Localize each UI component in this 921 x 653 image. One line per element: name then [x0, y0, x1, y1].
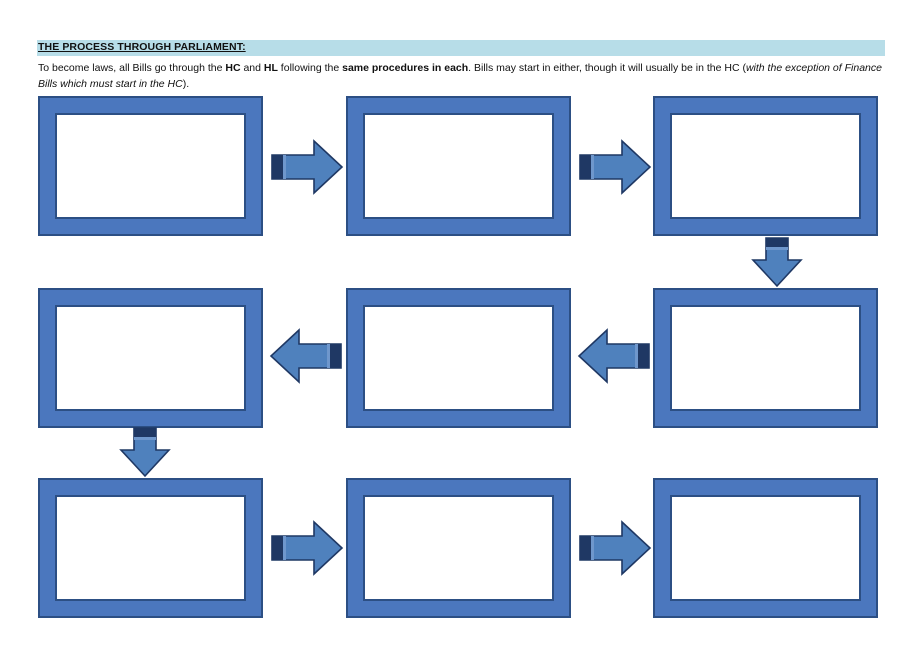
process-box-9-area[interactable]: [670, 495, 861, 601]
intro-text-2: and: [240, 62, 264, 74]
process-box-5: [346, 288, 571, 428]
intro-text-4: . Bills may start in either, though it w…: [468, 62, 746, 74]
process-box-7-area[interactable]: [55, 495, 246, 601]
arrow-right-3-icon: [271, 521, 343, 575]
intro-hl: HL: [263, 62, 278, 74]
process-box-9: [653, 478, 878, 618]
process-box-4-area[interactable]: [670, 305, 861, 411]
process-box-6-area[interactable]: [55, 305, 246, 411]
process-box-6: [38, 288, 263, 428]
arrow-right-1-icon: [271, 140, 343, 194]
process-box-3-area[interactable]: [670, 113, 861, 219]
intro-text-5: ).: [182, 78, 190, 90]
intro-exception: with the exception of Finance Bills whic…: [38, 62, 882, 90]
process-box-4: [653, 288, 878, 428]
process-box-1: [38, 96, 263, 236]
process-box-3: [653, 96, 878, 236]
intro-text-3: following the: [277, 62, 343, 74]
intro-text-1: To become laws, all Bills go through the: [38, 62, 226, 74]
intro-paragraph: To become laws, all Bills go through the…: [38, 60, 886, 92]
intro-hc: HC: [225, 62, 241, 74]
arrow-right-4-icon: [579, 521, 651, 575]
page-title: THE PROCESS THROUGH PARLIAMENT:: [38, 41, 246, 53]
process-box-1-area[interactable]: [55, 113, 246, 219]
arrow-down-1-icon: [752, 237, 802, 287]
intro-same-procedures: same procedures in each: [342, 62, 469, 74]
arrow-down-2-icon: [120, 427, 170, 477]
process-box-2: [346, 96, 571, 236]
process-box-8-area[interactable]: [363, 495, 554, 601]
process-box-5-area[interactable]: [363, 305, 554, 411]
heading-highlight: [37, 40, 885, 56]
process-box-7: [38, 478, 263, 618]
arrow-right-2-icon: [579, 140, 651, 194]
arrow-left-2-icon: [270, 329, 342, 383]
process-box-2-area[interactable]: [363, 113, 554, 219]
arrow-left-1-icon: [578, 329, 650, 383]
process-box-8: [346, 478, 571, 618]
